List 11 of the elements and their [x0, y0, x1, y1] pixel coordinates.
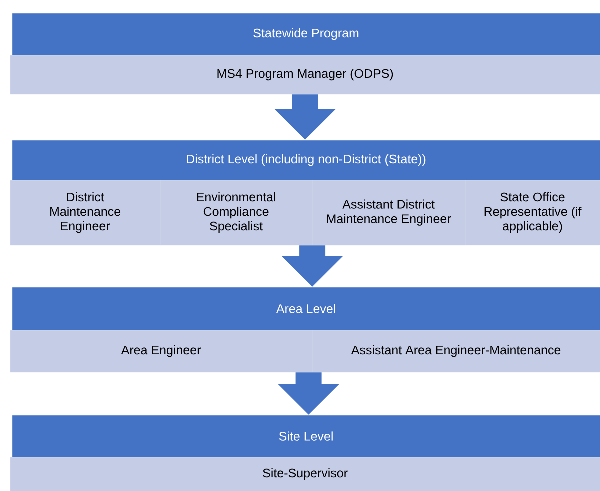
role-cell: Site-Supervisor	[10, 457, 600, 491]
role-cell: Environmental Compliance Specialist	[160, 180, 313, 246]
level-band: Site Level	[12, 415, 600, 458]
role-cell: Assistant District Maintenance Engineer	[312, 180, 466, 246]
role-cell: Assistant Area Engineer-Maintenance	[312, 330, 600, 373]
role-cell: Area Engineer	[10, 330, 313, 373]
level-band: Statewide Program	[12, 13, 600, 56]
role-cell: State Office Representative (if applicable)	[465, 180, 600, 246]
role-cell: District Maintenance Engineer	[10, 180, 161, 246]
role-cell: MS4 Program Manager (ODPS)	[10, 55, 600, 95]
node-label: Assistant Area Engineer-Maintenance	[351, 345, 561, 358]
